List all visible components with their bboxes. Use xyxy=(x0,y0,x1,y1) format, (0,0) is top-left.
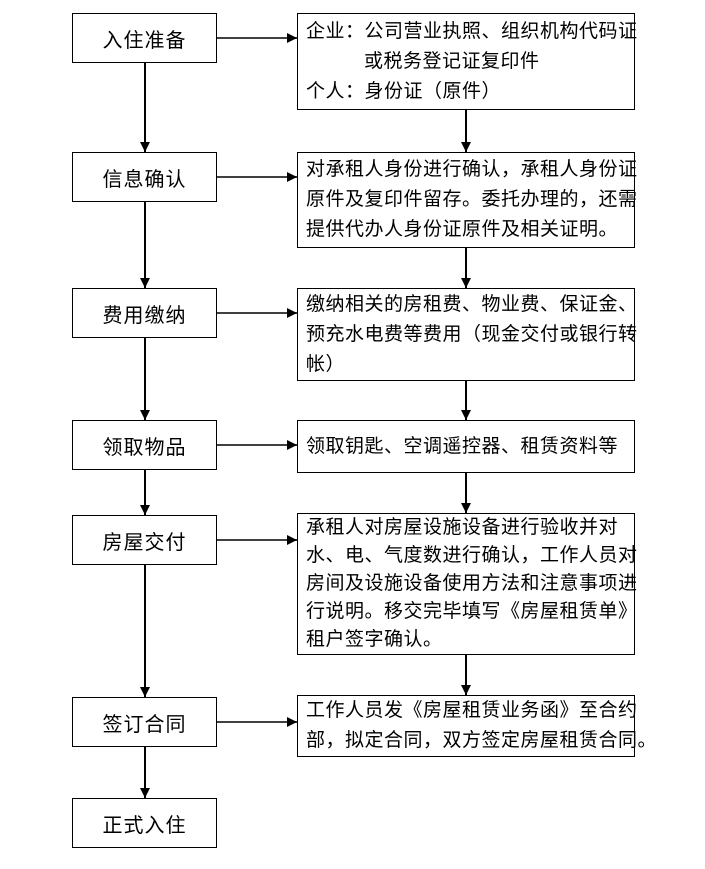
detail-line: 对承租人身份进行确认，承租人身份证 xyxy=(306,159,638,180)
arrow-right-step5 xyxy=(217,535,297,544)
detail-line: 领取钥匙、空调遥控器、租赁资料等 xyxy=(306,435,619,457)
arrow-down-step6-step7 xyxy=(140,747,149,798)
detail-box-confirm-info: 对承租人身份进行确认，承租人身份证 原件及复印件留存。委托办理的，还需 提供代办… xyxy=(297,152,638,248)
step-box-house-handover: 房屋交付 xyxy=(72,515,217,565)
detail-line: 租户签字确认。 xyxy=(306,629,443,650)
step-box-prepare: 入住准备 xyxy=(72,13,217,63)
arrow-right-step2 xyxy=(217,172,297,181)
arrow-right-step6 xyxy=(217,717,297,726)
step-box-confirm-info: 信息确认 xyxy=(72,152,217,202)
step-label: 签订合同 xyxy=(102,713,187,736)
detail-line: 行说明。移交完毕填写《房屋租赁单》 xyxy=(306,601,638,622)
step-label: 正式入住 xyxy=(102,814,187,837)
detail-box-prepare: 企业：公司营业执照、组织机构代码证 或税务登记证复印件 个人：身份证（原件） xyxy=(297,13,638,110)
detail-line: 企业：公司营业执照、组织机构代码证 xyxy=(306,20,638,42)
arrow-down-detail1-detail2 xyxy=(461,110,470,152)
step-box-pay-fees: 费用缴纳 xyxy=(72,288,217,338)
detail-box-pay-fees: 缴纳相关的房租费、物业费、保证金、 预充水电费等费用（现金交付或银行转 帐） xyxy=(297,288,638,381)
arrow-down-step2-step3 xyxy=(140,202,149,288)
arrow-down-step1-step2 xyxy=(140,63,149,152)
step-box-sign-contract: 签订合同 xyxy=(72,697,217,747)
detail-line: 或税务登记证复印件 xyxy=(364,50,540,72)
detail-box-house-handover: 承租人对房屋设施设备进行验收并对 水、电、气度数进行确认，工作人员对 房间及设施… xyxy=(297,513,638,655)
detail-line: 水、电、气度数进行确认，工作人员对 xyxy=(306,545,638,566)
arrow-down-detail5-detail6 xyxy=(461,655,470,695)
arrow-down-detail3-detail4 xyxy=(461,381,470,420)
arrow-down-detail4-detail5 xyxy=(461,473,470,513)
step-box-move-in: 正式入住 xyxy=(72,798,217,848)
step-box-collect-items: 领取物品 xyxy=(72,420,217,470)
arrow-down-step3-step4 xyxy=(140,338,149,420)
arrow-right-step4 xyxy=(217,440,297,449)
step-label: 信息确认 xyxy=(102,168,187,191)
step-label: 费用缴纳 xyxy=(102,304,187,327)
detail-line: 预充水电费等费用（现金交付或银行转 xyxy=(306,323,638,345)
detail-line: 承租人对房屋设施设备进行验收并对 xyxy=(306,517,619,538)
arrow-right-step3 xyxy=(217,308,297,317)
detail-box-collect-items: 领取钥匙、空调遥控器、租赁资料等 xyxy=(297,420,635,473)
step-label: 领取物品 xyxy=(102,436,187,459)
detail-box-sign-contract: 工作人员发《房屋租赁业务函》至合约 部，拟定合同，双方签定房屋租赁合同。 xyxy=(297,695,658,757)
step-label: 入住准备 xyxy=(102,29,187,52)
detail-line: 工作人员发《房屋租赁业务函》至合约 xyxy=(306,700,638,721)
detail-line: 个人：身份证（原件） xyxy=(306,80,502,102)
detail-line: 原件及复印件留存。委托办理的，还需 xyxy=(306,189,638,210)
detail-line: 房间及设施设备使用方法和注意事项进 xyxy=(306,573,638,594)
detail-line: 提供代办人身份证原件及相关证明。 xyxy=(306,219,619,240)
detail-line: 帐） xyxy=(306,353,346,375)
detail-line: 部，拟定合同，双方签定房屋租赁合同。 xyxy=(306,730,658,751)
step-label: 房屋交付 xyxy=(102,531,187,554)
arrow-down-detail2-detail3 xyxy=(461,248,470,288)
arrow-down-step4-step5 xyxy=(140,470,149,515)
arrow-right-step1 xyxy=(217,33,297,42)
arrow-down-step5-step6 xyxy=(140,565,149,697)
detail-line: 缴纳相关的房租费、物业费、保证金、 xyxy=(306,293,638,315)
